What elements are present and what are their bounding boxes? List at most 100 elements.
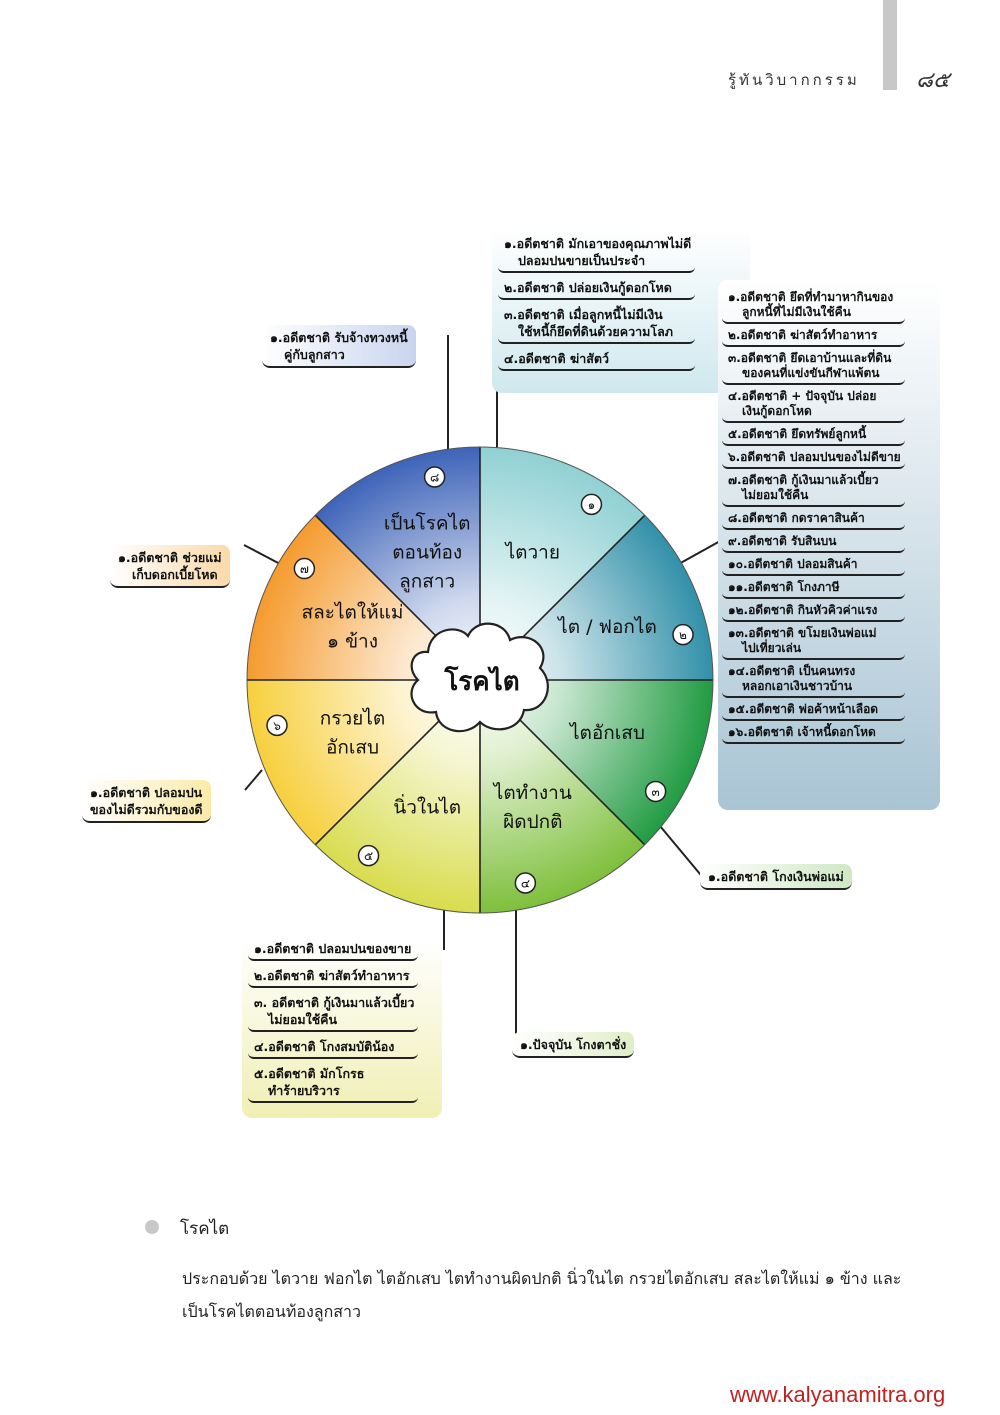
segment-label-line: ผิดปกติ: [503, 811, 562, 833]
segment-label-3: ไตอักเสบ: [568, 722, 645, 744]
segment-label-line: สละไตให้แม่: [302, 602, 404, 624]
segment-number-badge: [644, 780, 667, 803]
cause-box-segment-8: ๑.อดีตชาติ รับจ้างทวงหนี้ คู่กับลูกสาว: [262, 325, 416, 368]
cause-line: ไปเที่ยวเล่น: [742, 641, 802, 655]
segment-label-line: ลูกสาว: [399, 571, 455, 593]
cause-item: ๔.อดีตชาติ โกงสมบัติน้อง: [248, 1038, 419, 1059]
segment-number-badge: [293, 557, 316, 580]
cause-box-segment-6: ๑.อดีตชาติ ปลอมปน ของไม่ดีรวมกับของดี: [82, 780, 211, 823]
cause-item: ๑๖.อดีตชาติ เจ้าหนี้ดอกโหด: [722, 725, 905, 744]
cause-line: ๒.อดีตชาติ ฆ่าสัตว์ทำอาหาร: [728, 328, 878, 342]
cause-line: ทำร้ายบริวาร: [268, 1083, 340, 1098]
cause-line: ใช้หนี้ก็ยึดที่ดินด้วยความโลภ: [518, 324, 673, 339]
cause-line: ๑๔.อดีตชาติ เป็นคนทรง: [728, 664, 856, 678]
cause-line: ของไม่ดีรวมกับของดี: [90, 802, 203, 817]
center-cloud: [410, 622, 549, 733]
cause-line: ๓. อดีตชาติ กู้เงินมาแล้วเบี้ยว: [254, 995, 415, 1010]
section-bullet: [145, 1220, 159, 1234]
cause-item: ๑.อดีตชาติ ยึดที่ทำมาหากินของลูกหนี้ที่ไ…: [722, 290, 905, 324]
cause-item: ๑๓.อดีตชาติ ขโมยเงินพ่อแม่ไปเที่ยวเล่น: [722, 626, 905, 660]
segment-label-line: กรวยไต: [320, 707, 385, 729]
cause-item: ๙.อดีตชาติ รับสินบน: [722, 534, 905, 553]
cause-item: ๒.อดีตชาติ ปล่อยเงินกู้ดอกโหด: [498, 279, 696, 300]
footer-url[interactable]: www.kalyanamitra.org: [730, 1382, 946, 1407]
cause-line: ๒.อดีตชาติ ฆ่าสัตว์ทำอาหาร: [254, 968, 410, 983]
cause-line: คู่กับลูกสาว: [284, 347, 345, 362]
cause-line: ๙.อดีตชาติ รับสินบน: [728, 534, 837, 548]
cause-box-segment-2: ๑.อดีตชาติ ยึดที่ทำมาหากินของลูกหนี้ที่ไ…: [722, 290, 905, 748]
cause-line: ๕.อดีตชาติ ยึดทรัพย์ลูกหนี้: [728, 427, 867, 441]
segment-number: ๒: [679, 628, 687, 642]
cause-line: ๑.อดีตชาติ ยึดที่ทำมาหากินของ: [728, 290, 894, 304]
cause-line: ๑.อดีตชาติ รับจ้างทวงหนี้: [270, 330, 408, 345]
segment-label-line: เป็นโรคไต: [384, 511, 471, 535]
running-title: รู้ทันวิบากกรรม: [728, 71, 860, 89]
cause-line: ๑.อดีตชาติ มักเอาของคุณภาพไม่ดี: [504, 236, 692, 251]
segment-label-line: ไตวาย: [504, 542, 560, 564]
cause-line: ๑๕.อดีตชาติ พ่อค้าหน้าเลือด: [728, 702, 879, 716]
cause-line: ๑๓.อดีตชาติ ขโมยเงินพ่อแม่: [728, 626, 877, 640]
cause-item: ๑๔.อดีตชาติ เป็นคนทรงหลอกเอาเงินชาวบ้าน: [722, 664, 905, 698]
section-body: ประกอบด้วย ไตวาย ฟอกไต ไตอักเสบ ไตทำงานผ…: [182, 1269, 902, 1321]
segment-number: ๕: [364, 849, 373, 863]
cause-line: ๕.อดีตชาติ มักโกรธ: [254, 1066, 365, 1081]
cause-item: ๑๑.อดีตชาติ โกงภาษี: [722, 580, 905, 599]
cause-line: ๑๖.อดีตชาติ เจ้าหนี้ดอกโหด: [728, 725, 876, 739]
segment-label-2: ไต / ฟอกไต: [556, 616, 657, 638]
segment-number: ๗: [300, 562, 309, 576]
segment-number: ๓: [652, 785, 660, 799]
cause-item: ๘.อดีตชาติ กดราคาสินค้า: [722, 511, 905, 530]
segment-number: ๘: [430, 471, 439, 485]
segment-label-5: นิ่วในไต: [393, 793, 461, 818]
segment-label-line: นิ่วในไต: [393, 793, 461, 818]
segment-label-line: ไตทำงาน: [492, 782, 572, 804]
cause-box-segment-5: ๑.อดีตชาติ ปลอมปนของขาย ๒.อดีตชาติ ฆ่าสั…: [248, 940, 419, 1109]
cause-line: ลูกหนี้ที่ไม่มีเงินใช้คืน: [742, 305, 851, 319]
segment-number-badge: [672, 623, 694, 646]
segment-number-badge: [423, 466, 446, 488]
cause-box-segment-3: ๑.อดีตชาติ โกงเงินพ่อแม่: [700, 864, 852, 890]
segment-number-badge: [514, 872, 537, 894]
cause-box-segment-1: ๑.อดีตชาติ มักเอาของคุณภาพไม่ดีปลอมปนขาย…: [498, 235, 696, 377]
cause-line: ๖.อดีตชาติ ปลอมปนของไม่ดีขาย: [728, 450, 901, 464]
cause-line: ๑.ปัจจุบัน โกงตาชั่ง: [520, 1037, 627, 1052]
cause-item: ๕.อดีตชาติ มักโกรธทำร้ายบริวาร: [248, 1065, 419, 1103]
cause-item: ๑๒.อดีตชาติ กินหัวคิวค่าแรง: [722, 603, 905, 622]
cause-line: ไม่ยอมใช้คืน: [742, 488, 809, 502]
segment-label-8: เป็นโรคไตตอนท้องลูกสาว: [384, 511, 471, 593]
cause-line: ๑.อดีตชาติ ปลอมปนของขาย: [254, 941, 412, 956]
cause-line: ๑๑.อดีตชาติ โกงภาษี: [728, 580, 840, 594]
cause-item: ๑๕.อดีตชาติ พ่อค้าหน้าเลือด: [722, 702, 905, 721]
segment-label-1: ไตวาย: [504, 542, 560, 564]
section-title: โรคไต: [180, 1219, 230, 1239]
cause-item: ๕.อดีตชาติ ยึดทรัพย์ลูกหนี้: [722, 427, 905, 446]
cause-line: ไม่ยอมใช้คืน: [268, 1012, 338, 1027]
cause-line: ๔.อดีตชาติ + ปัจจุบัน ปล่อย: [728, 389, 877, 403]
cause-line: ปลอมปนขายเป็นประจำ: [518, 253, 646, 268]
segment-label-line: อักเสบ: [326, 736, 379, 758]
segment-number-badge: [266, 714, 288, 737]
segment-label-7: สละไตให้แม่๑ ข้าง: [302, 602, 404, 653]
top-panel-bg: [492, 228, 750, 393]
segment-number-badge: [580, 493, 603, 516]
cause-item: ๔.อดีตชาติ + ปัจจุบัน ปล่อยเงินกู้ดอกโหด: [722, 389, 905, 423]
cause-line: ๑๐.อดีตชาติ ปลอมสินค้า: [728, 557, 858, 571]
segment-number: ๑: [588, 498, 596, 512]
cause-line: ๓.อดีตชาติ ยึดเอาบ้านและที่ดิน: [728, 351, 892, 365]
cause-line: ๑๒.อดีตชาติ กินหัวคิวค่าแรง: [728, 603, 878, 617]
segment-number: ๔: [521, 876, 530, 890]
cause-line: ๑.อดีตชาติ โกงเงินพ่อแม่: [708, 869, 844, 884]
segment-label-4: ไตทำงานผิดปกติ: [492, 782, 572, 833]
cause-line: ๗.อดีตชาติ กู้เงินมาแล้วเบี้ยว: [728, 473, 879, 487]
right-panel-bg: [718, 280, 940, 810]
cause-line: ๑.อดีตชาติ ช่วยแม่: [118, 550, 222, 565]
cause-item: ๓.อดีตชาติ เมื่อลูกหนี้ไม่มีเงินใช้หนี้ก…: [498, 306, 696, 344]
cause-line: ๑.อดีตชาติ ปลอมปน: [90, 785, 203, 800]
cause-box-segment-7: ๑.อดีตชาติ ช่วยแม่ เก็บดอกเบี้ยโหด: [110, 545, 230, 588]
cause-line: เก็บดอกเบี้ยโหด: [132, 567, 218, 582]
segment-label-6: กรวยไตอักเสบ: [320, 707, 385, 758]
cause-item: ๒.อดีตชาติ ฆ่าสัตว์ทำอาหาร: [722, 328, 905, 347]
cause-item: ๔.อดีตชาติ ฆ่าสัตว์: [498, 350, 696, 371]
